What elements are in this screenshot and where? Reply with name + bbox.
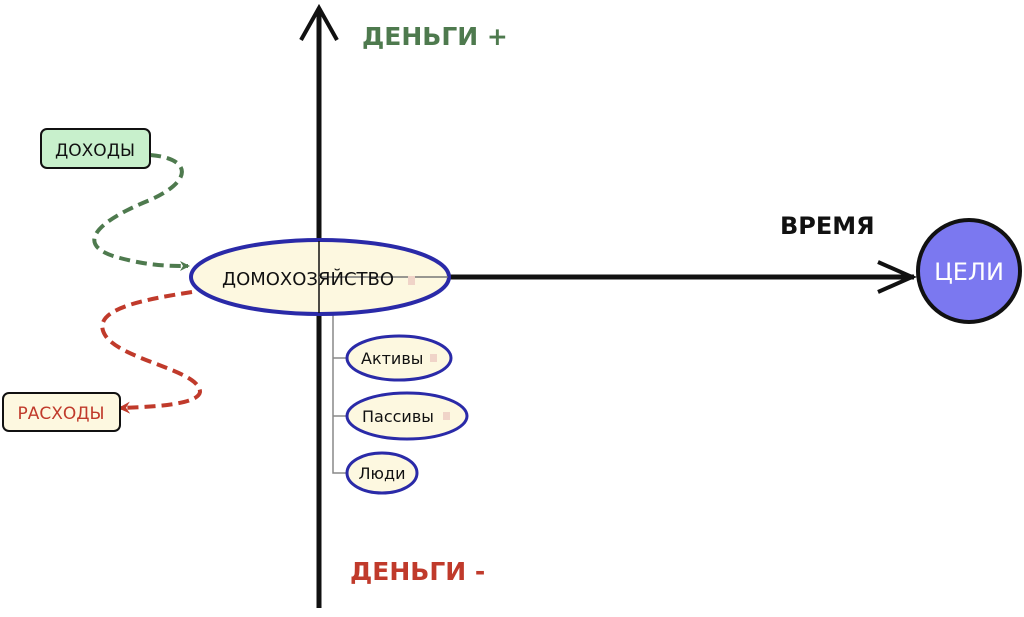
people-label: Люди — [359, 464, 406, 483]
note-icon — [408, 276, 415, 285]
time-axis — [440, 260, 917, 294]
money-plus-label: ДЕНЬГИ + — [362, 22, 508, 51]
goals-node[interactable]: ЦЕЛИ — [916, 218, 1022, 324]
money-minus-label: ДЕНЬГИ - — [350, 557, 485, 586]
expenses-label: РАСХОДЫ — [17, 404, 104, 424]
income-flow-arrow — [92, 153, 190, 271]
household-node[interactable]: ДОМОХОЗЯЙСТВО — [189, 238, 451, 316]
note-icon — [430, 354, 437, 362]
child-node-people[interactable]: Люди — [345, 451, 419, 495]
income-node[interactable]: ДОХОДЫ — [40, 128, 151, 169]
liabilities-label: Пассивы — [362, 407, 434, 426]
income-label: ДОХОДЫ — [55, 141, 135, 161]
child-connectors — [332, 315, 347, 474]
goals-label: ЦЕЛИ — [934, 258, 1004, 286]
note-icon — [443, 412, 450, 420]
expenses-node[interactable]: РАСХОДЫ — [2, 392, 121, 432]
child-node-assets[interactable]: Активы — [345, 334, 453, 382]
assets-label: Активы — [361, 349, 423, 368]
child-node-liabilities[interactable]: Пассивы — [345, 391, 469, 441]
axis-arrow-right-icon — [877, 260, 917, 294]
axis-arrow-up-icon — [299, 3, 339, 41]
expenses-flow-arrow — [100, 290, 203, 414]
time-label: ВРЕМЯ — [780, 212, 875, 240]
household-label: ДОМОХОЗЯЙСТВО — [222, 268, 394, 290]
